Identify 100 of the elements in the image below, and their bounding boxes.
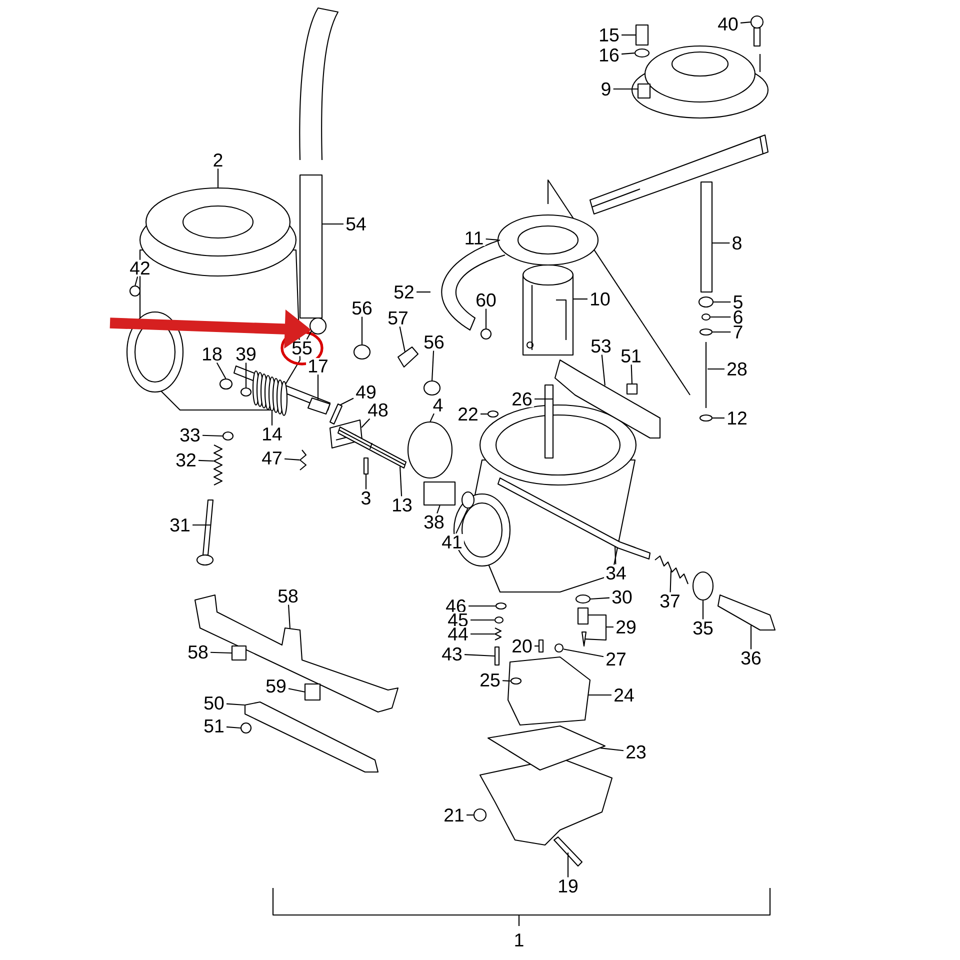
piston-valve [522, 264, 574, 356]
leader-line [712, 242, 730, 244]
callout-number: 33 [178, 426, 202, 444]
leader-line [590, 597, 610, 600]
clip [480, 328, 492, 340]
lever-arm [307, 397, 331, 415]
callout-number: 56 [422, 334, 446, 350]
leader-line [534, 645, 538, 647]
leader-line [361, 316, 363, 344]
hose [299, 7, 339, 319]
callout-number: 37 [658, 592, 682, 610]
callout-number: 9 [599, 80, 613, 98]
needle [581, 631, 587, 647]
washer [699, 328, 713, 336]
screw [329, 403, 343, 425]
callout-number: 39 [234, 346, 258, 362]
callout-number: 10 [588, 290, 612, 308]
callout-number: 21 [442, 806, 466, 824]
tube [544, 384, 554, 459]
callout-number: 25 [478, 672, 502, 688]
washer [701, 313, 711, 321]
leader-line [485, 308, 487, 328]
leader-line [601, 354, 606, 386]
clip [231, 645, 247, 661]
leader-line [306, 330, 312, 340]
screw [363, 457, 369, 475]
callout-number: 49 [354, 384, 378, 400]
spring [252, 370, 288, 416]
sleeve [423, 481, 456, 506]
leader-line [740, 22, 751, 24]
cap [635, 24, 649, 46]
callout-number: 27 [604, 650, 628, 668]
callout-number: 54 [344, 216, 368, 232]
callout-number: 4 [431, 396, 445, 414]
callout-number: 20 [510, 638, 534, 654]
leader-line [600, 748, 624, 752]
needle-valve [577, 607, 589, 625]
leader-line [399, 326, 406, 352]
hose [589, 134, 769, 215]
clip [304, 683, 321, 701]
callout-number: 52 [392, 284, 416, 300]
leader-line [613, 88, 638, 90]
leader-line [322, 223, 344, 225]
screw [196, 499, 214, 566]
bracket-plate [244, 701, 379, 773]
nut [698, 296, 714, 308]
callout-number: 19 [556, 878, 580, 894]
screw [473, 808, 487, 822]
leader-line [702, 600, 704, 620]
leader-line [567, 852, 569, 878]
leader-line [271, 412, 273, 426]
callout-number: 23 [624, 744, 648, 760]
leader-line [284, 458, 300, 460]
callout-number: 51 [619, 348, 643, 364]
leader-line [574, 298, 588, 300]
leader-line [563, 648, 604, 658]
screw [750, 15, 764, 47]
leader-line [470, 633, 494, 635]
callout-number: 1 [512, 932, 526, 948]
leader-line [630, 364, 633, 384]
callout-number: 2 [211, 152, 225, 168]
leader-line [712, 417, 724, 419]
fitting [353, 344, 371, 360]
washer [634, 48, 650, 58]
callout-number: 44 [446, 626, 470, 642]
washer [494, 616, 504, 624]
leader-line [480, 413, 488, 415]
washer [495, 602, 507, 610]
leader-line [134, 276, 138, 286]
screw [240, 722, 252, 734]
lever [717, 594, 776, 631]
leader-line [226, 726, 240, 728]
leader-line [288, 688, 305, 692]
leader-line [361, 418, 370, 428]
leader-line [245, 362, 247, 388]
leader-line [614, 546, 616, 564]
callout-number: 3 [359, 490, 373, 506]
callout-number: 46 [444, 598, 468, 614]
callout-number: 48 [366, 402, 390, 418]
callout-number: 29 [614, 618, 638, 636]
jet [538, 639, 544, 653]
leader-line [622, 34, 636, 36]
leader-line [365, 474, 367, 490]
callout-number: 14 [260, 426, 284, 442]
washer [222, 431, 234, 441]
screw [553, 836, 583, 867]
leader-line [198, 460, 214, 462]
spring [299, 450, 307, 470]
leader-line [217, 168, 219, 188]
screw [626, 383, 638, 395]
callout-number: 58 [276, 588, 300, 604]
leader-line [534, 398, 552, 400]
callout-number: 18 [200, 346, 224, 362]
callout-number: 53 [589, 338, 613, 354]
leader-line [502, 680, 510, 682]
float [507, 656, 591, 726]
spring [494, 628, 502, 640]
leader-line [216, 362, 226, 379]
leader-line [202, 434, 222, 437]
callout-number: 32 [174, 452, 198, 468]
